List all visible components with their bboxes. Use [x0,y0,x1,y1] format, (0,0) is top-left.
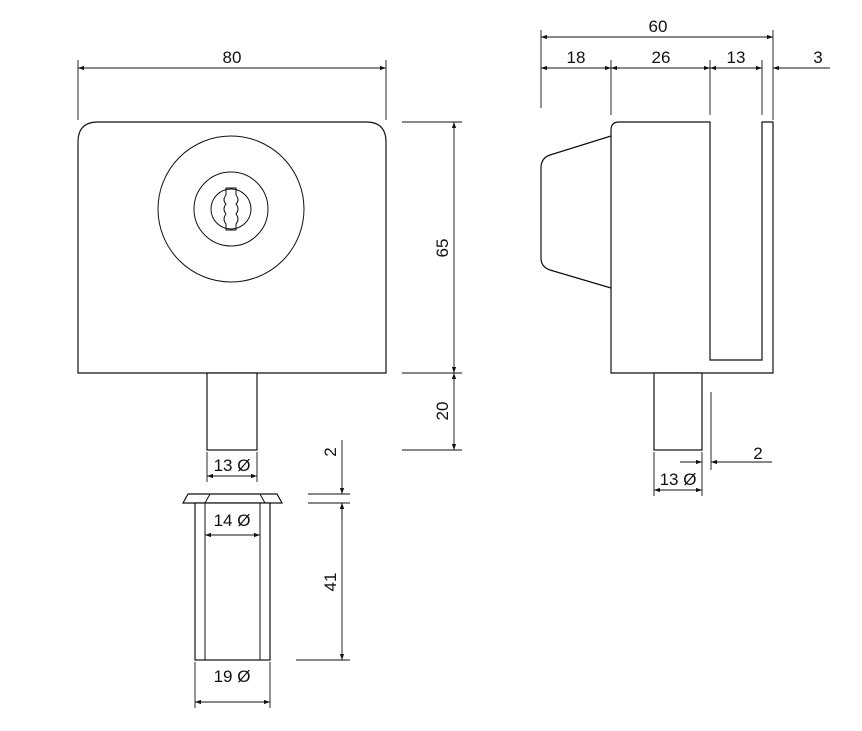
dim-side-segment-2-label: 26 [652,48,671,67]
cylinder-head-side [540,135,612,289]
sleeve-flange-inner [204,493,266,504]
dim-sleeve-inner-diameter-label: 14 Ø [214,511,251,530]
dim-flange-thickness-label: 2 [321,447,340,456]
sleeve-view: 2 14 Ø 41 19 Ø [181,440,350,708]
front-view: 80 65 20 13 Ø [77,48,462,482]
dim-spindle-length-label: 20 [433,402,452,421]
side-view: 60 18 26 13 3 13 Ø 2 [540,17,830,496]
dim-front-height-label: 65 [433,239,452,258]
key-cylinder [210,188,252,230]
dim-side-total-depth-label: 60 [649,17,668,36]
spindle-front [206,372,258,451]
dim-side-segment-1-label: 18 [567,48,586,67]
lock-body-front [77,121,387,374]
dim-front-spindle-diameter-label: 13 Ø [214,456,251,475]
keyhole-icon [223,187,239,231]
spindle-side [653,372,703,451]
dim-front-width-label: 80 [223,48,242,67]
lock-body-side [610,121,774,374]
sleeve-flange [181,493,284,504]
dim-side-offset-label: 2 [753,444,762,463]
dim-side-spindle-diameter-label: 13 Ø [660,470,697,489]
dim-side-segment-3-label: 13 [727,48,746,67]
dim-sleeve-outer-diameter-label: 19 Ø [214,667,251,686]
dim-sleeve-length-label: 41 [321,573,340,592]
sleeve-body [194,502,271,661]
dim-side-segment-4-label: 3 [813,48,822,67]
cylinder-ring [193,171,269,247]
cylinder-rosette [157,135,305,283]
